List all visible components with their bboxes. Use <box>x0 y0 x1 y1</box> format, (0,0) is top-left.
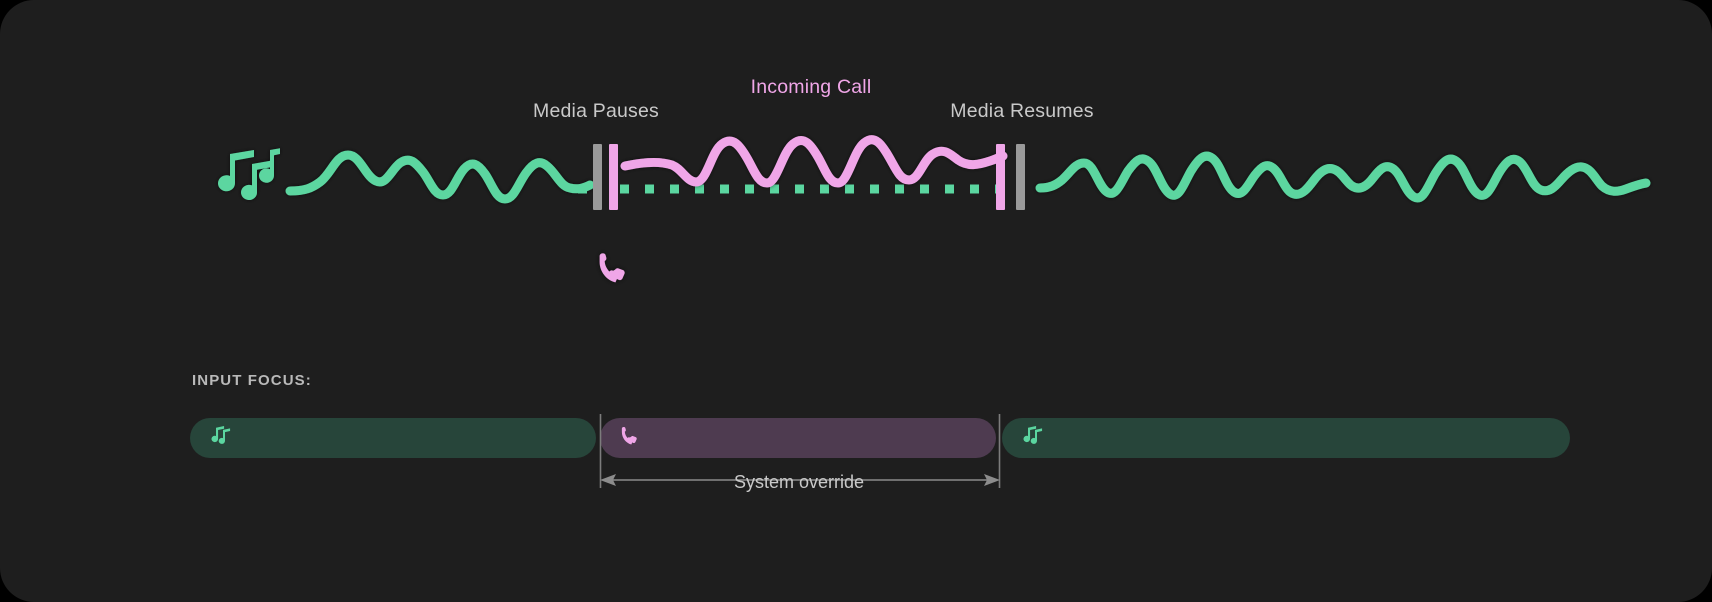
music-note-glyph <box>1023 426 1043 444</box>
focus-bar-media-before[interactable] <box>190 418 596 458</box>
focus-bar-call[interactable] <box>600 418 996 458</box>
system-override-bracket <box>599 414 1001 488</box>
label-media-pauses: Media Pauses <box>533 100 659 122</box>
waveform-media-after <box>1035 151 1651 203</box>
input-focus-section: INPUT FOCUS: <box>0 370 1712 602</box>
music-note-icon <box>210 426 232 450</box>
music-note-icon <box>218 148 280 201</box>
label-incoming-call: Incoming Call <box>750 76 872 98</box>
music-note-icon <box>1022 426 1044 450</box>
timeline-graphic <box>218 135 1651 283</box>
phone-glyph <box>621 427 637 445</box>
override-arrow-right-head <box>984 474 1000 486</box>
system-override-label: System override <box>733 472 865 492</box>
audio-timeline: Media Pauses Incoming Call Media Resumes <box>218 76 1651 283</box>
marker-media-pauses-pink <box>609 144 618 210</box>
input-focus-title: INPUT FOCUS: <box>192 372 312 389</box>
music-note-glyph <box>211 426 231 444</box>
phone-icon <box>599 253 625 283</box>
marker-media-resumes-pink <box>996 144 1005 210</box>
marker-media-resumes-gray <box>1016 144 1025 210</box>
focus-bar-media-after[interactable] <box>1002 418 1570 458</box>
waveform-media-before <box>285 150 595 204</box>
waveform-incoming-call <box>620 135 1008 188</box>
phone-icon <box>620 425 642 451</box>
override-arrow-left-head <box>600 474 616 486</box>
marker-media-pauses-gray <box>593 144 602 210</box>
label-media-resumes: Media Resumes <box>950 100 1094 122</box>
